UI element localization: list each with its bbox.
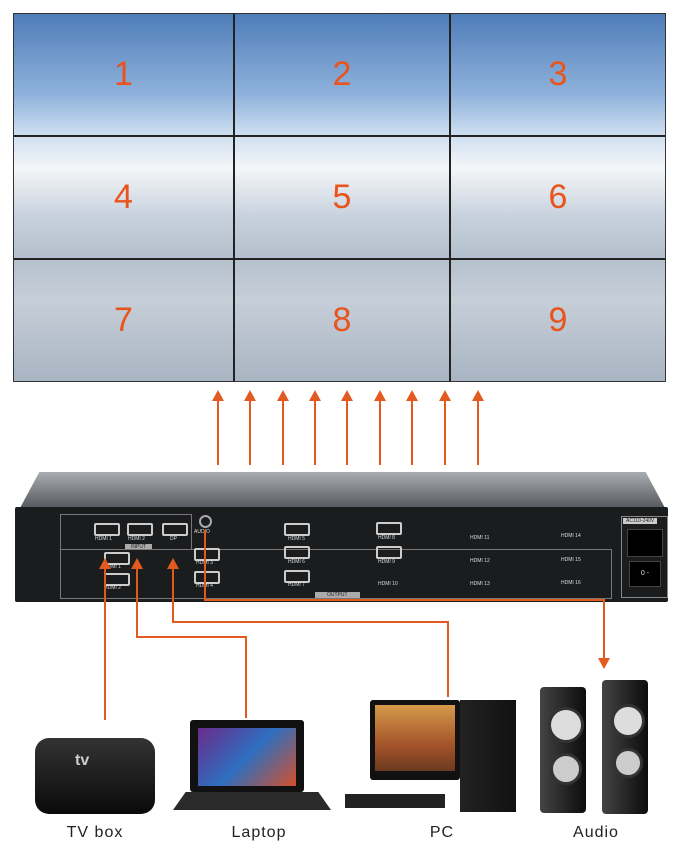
arrow-up-icon (341, 390, 353, 465)
output-port-label: HDMI 11 (470, 535, 490, 541)
screen-6: 6 (548, 178, 568, 216)
screen-8: 8 (332, 301, 352, 339)
keyboard-image (345, 794, 445, 808)
audio-port: AUDIO (194, 529, 210, 535)
screen-9: 9 (548, 301, 568, 339)
output-port-label: HDMI 2 (104, 585, 121, 591)
input-label: INPUT (125, 544, 152, 550)
screen-5: 5 (332, 178, 352, 216)
speaker-left-image (540, 687, 586, 813)
laptop-connection (136, 565, 138, 638)
screen-7: 7 (114, 301, 133, 339)
power-switch[interactable]: 0 - (629, 561, 661, 587)
output-port-label: HDMI 12 (470, 558, 490, 564)
tvbox-connection (104, 565, 106, 720)
matrix-device-rear-panel: INPUT OUTPUT HDMI 1 HDMI 2 DP AUDIO HDMI… (15, 507, 668, 602)
arrow-up-icon (406, 390, 418, 465)
pc-connection (172, 565, 174, 623)
arrow-up-icon (309, 390, 321, 465)
tv-box-label: TV box (66, 824, 124, 841)
output-port-label: HDMI 1 (104, 564, 121, 570)
output-port-label: HDMI 7 (288, 582, 305, 588)
arrow-up-icon (277, 390, 289, 465)
input-dp: DP (170, 536, 177, 542)
audio-label: Audio (573, 824, 619, 841)
screen-3: 3 (548, 55, 568, 93)
speaker-right-image (602, 680, 648, 814)
matrix-device-top (20, 472, 665, 508)
arrow-up-icon (131, 558, 143, 569)
output-port-label: HDMI 6 (288, 559, 305, 565)
laptop-image (190, 720, 304, 792)
pc-monitor-image (370, 700, 460, 780)
output-label: OUTPUT (315, 592, 360, 598)
output-port-label: HDMI 15 (561, 557, 581, 563)
arrow-up-icon (167, 558, 179, 569)
arrow-up-icon (439, 390, 451, 465)
output-port-label: HDMI 9 (378, 559, 395, 565)
screen-1: 1 (114, 55, 133, 93)
audio-connection (204, 530, 206, 601)
output-port-label: HDMI 5 (288, 536, 305, 542)
output-port-label: HDMI 10 (378, 581, 398, 587)
arrow-up-icon (99, 558, 111, 569)
output-port-label: HDMI 14 (561, 533, 581, 539)
input-hdmi-2: HDMI 2 (128, 536, 145, 542)
output-port-label: HDMI 13 (470, 581, 490, 587)
output-port-label: HDMI 8 (378, 535, 395, 541)
arrow-up-icon (472, 390, 484, 465)
arrow-up-icon (374, 390, 386, 465)
tv-box-image: tv (35, 738, 155, 814)
power-socket-icon (627, 529, 663, 557)
video-wall: 1 2 3 4 5 6 7 8 9 (13, 13, 666, 382)
pc-label: PC (429, 824, 455, 841)
arrow-up-icon (212, 390, 224, 465)
output-port-label: HDMI 16 (561, 580, 581, 586)
arrow-down-icon (598, 658, 610, 669)
arrow-up-icon (244, 390, 256, 465)
apple-tv-logo: tv (75, 752, 90, 769)
input-hdmi-1: HDMI 1 (95, 536, 112, 542)
screen-4: 4 (114, 178, 133, 216)
screen-2: 2 (332, 55, 352, 93)
power-label: AC110-240V (623, 518, 658, 524)
laptop-label: Laptop (231, 824, 287, 841)
pc-tower-image (460, 700, 516, 812)
